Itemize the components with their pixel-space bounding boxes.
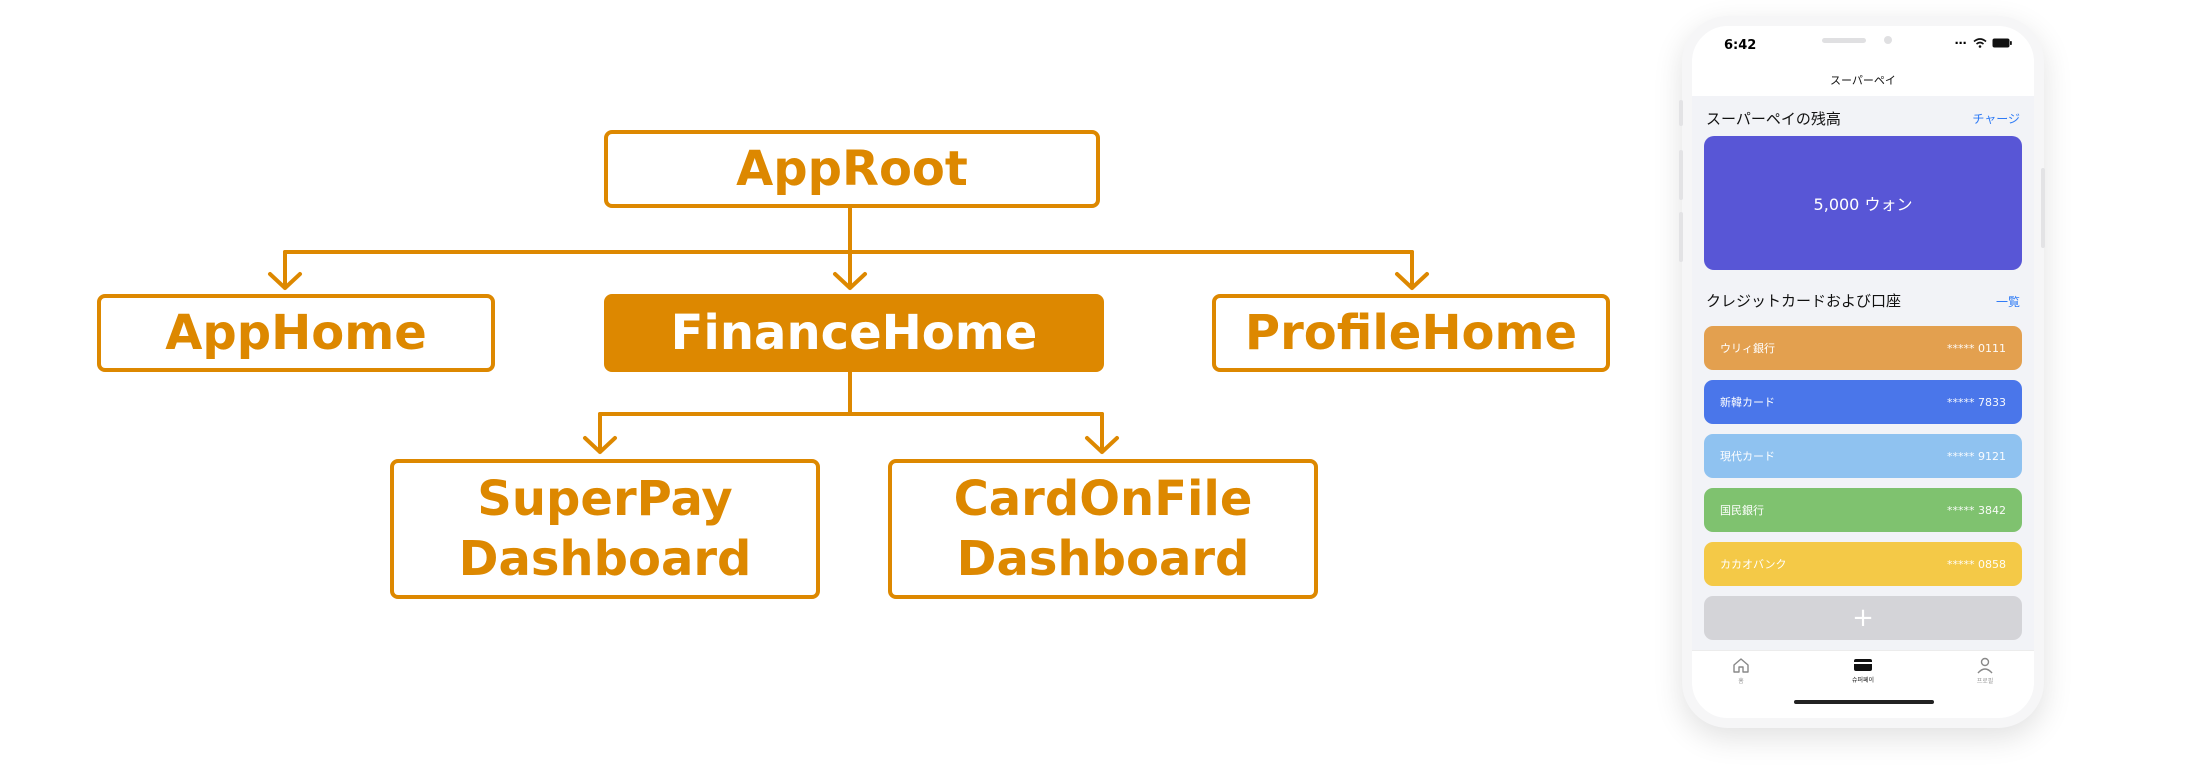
module-tree-diagram: AppRoot AppHome FinanceHome ProfileHome … — [97, 130, 1610, 599]
status-bar: 6:42 ⋯ — [1692, 26, 2034, 62]
card-number: ***** 0111 — [1947, 341, 2006, 355]
card-item-hyundai[interactable]: 現代カード ***** 9121 — [1704, 434, 2022, 478]
charge-link[interactable]: チャージ — [1972, 112, 2020, 126]
node-superpay-label-line1: SuperPay — [477, 471, 733, 527]
tab-label: 프로필 — [1976, 678, 1994, 685]
phone-mockup: 6:42 ⋯ スーパーペイ スーパーペイの残高 チャージ 5 — [1682, 16, 2044, 728]
edge-approot-financehome — [833, 250, 867, 290]
node-apphome-label: AppHome — [165, 305, 427, 361]
node-superpay-label-line2: Dashboard — [458, 531, 752, 587]
balance-card[interactable]: 5,000 ウォン — [1704, 136, 2022, 270]
node-superpay-dashboard: SuperPay Dashboard — [390, 459, 820, 599]
card-item-shinhan[interactable]: 新韓カード ***** 7833 — [1704, 380, 2022, 424]
node-cardonfile-dashboard: CardOnFile Dashboard — [888, 459, 1318, 599]
card-name: ウリィ銀行 — [1720, 342, 1775, 355]
phone-mute-switch — [1679, 100, 1683, 126]
phone-power-button — [2041, 168, 2045, 248]
cards-list-link[interactable]: 一覧 — [1995, 295, 2020, 309]
profile-icon — [1977, 657, 1993, 674]
node-financehome: FinanceHome — [604, 294, 1104, 372]
card-number: ***** 0858 — [1947, 557, 2006, 571]
card-icon — [1854, 659, 1872, 671]
balance-section-title: スーパーペイの残高 — [1706, 110, 1841, 128]
edge-approot-profilehome — [1395, 250, 1429, 290]
phone-volume-up — [1679, 150, 1683, 200]
front-camera — [1884, 36, 1892, 44]
edge-financehome-cardonfile — [1085, 412, 1119, 454]
node-profilehome: ProfileHome — [1212, 294, 1610, 372]
card-name: 現代カード — [1720, 450, 1775, 463]
tab-profile[interactable]: 프로필 — [1950, 657, 2020, 685]
phone-volume-down — [1679, 212, 1683, 262]
node-apphome: AppHome — [97, 294, 495, 372]
tree-connectors — [268, 206, 1429, 454]
edge-approot-apphome — [268, 250, 302, 290]
home-icon — [1733, 658, 1749, 673]
node-cardonfile-label-line1: CardOnFile — [953, 471, 1253, 527]
battery-icon — [1992, 38, 2012, 48]
node-profilehome-label: ProfileHome — [1244, 305, 1578, 361]
card-name: 国民銀行 — [1720, 504, 1764, 517]
phone-screen: 6:42 ⋯ スーパーペイ スーパーペイの残高 チャージ 5 — [1692, 26, 2034, 718]
status-icons: ⋯ — [1955, 36, 2012, 50]
tab-superpay[interactable]: 슈퍼페이 — [1828, 657, 1898, 684]
edge-financehome-superpay — [583, 412, 617, 454]
node-approot-label: AppRoot — [736, 141, 968, 197]
nav-title: スーパーペイ — [1830, 74, 1896, 87]
speaker-grille — [1822, 38, 1866, 43]
plus-icon: + — [1852, 603, 1874, 633]
card-number: ***** 9121 — [1947, 449, 2006, 463]
card-item-kakaobank[interactable]: カカオバンク ***** 0858 — [1704, 542, 2022, 586]
card-item-woori[interactable]: ウリィ銀行 ***** 0111 — [1704, 326, 2022, 370]
card-name: 新韓カード — [1720, 396, 1775, 409]
tab-label: 홈 — [1738, 678, 1744, 685]
card-number: ***** 7833 — [1947, 395, 2006, 409]
card-item-kookmin[interactable]: 国民銀行 ***** 3842 — [1704, 488, 2022, 532]
card-number: ***** 3842 — [1947, 503, 2006, 517]
card-name: カカオバンク — [1720, 558, 1787, 571]
cards-section-title: クレジットカードおよび口座 — [1706, 292, 1902, 310]
node-approot: AppRoot — [604, 130, 1100, 208]
balance-amount: 5,000 ウォン — [1813, 195, 1913, 214]
wifi-icon — [1973, 38, 1987, 48]
add-card-button[interactable]: + — [1704, 596, 2022, 640]
node-financehome-label: FinanceHome — [670, 305, 1038, 361]
main-content[interactable]: スーパーペイの残高 チャージ 5,000 ウォン クレジットカードおよび口座 一… — [1692, 96, 2034, 650]
node-cardonfile-label-line2: Dashboard — [956, 531, 1250, 587]
status-time: 6:42 — [1724, 38, 1757, 53]
tab-label: 슈퍼페이 — [1851, 677, 1875, 684]
signal-icon: ⋯ — [1954, 36, 1968, 50]
home-indicator — [1794, 700, 1934, 704]
tab-home[interactable]: 홈 — [1706, 657, 1776, 685]
